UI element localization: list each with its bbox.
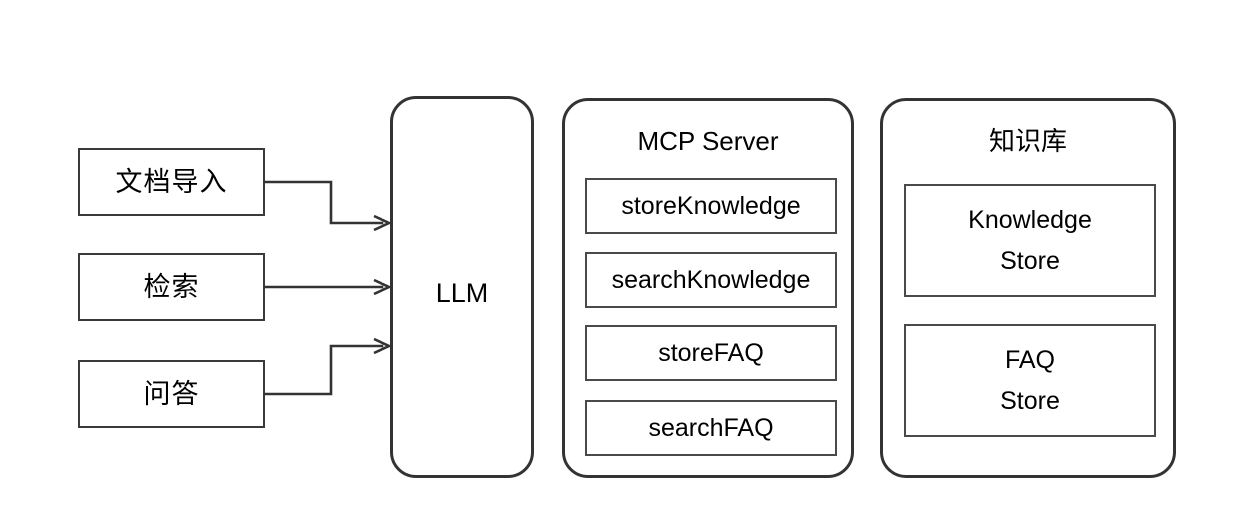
mcp-tool-store-knowledge[interactable]: storeKnowledge [585, 178, 837, 234]
mcp-tool-label: storeKnowledge [621, 191, 801, 220]
source-box-label: 问答 [143, 378, 200, 409]
mcp-tool-store-faq[interactable]: storeFAQ [585, 325, 837, 381]
faq-store-box[interactable]: FAQ Store [904, 324, 1156, 437]
source-box-label: 检索 [143, 271, 200, 302]
llm-label: LLM [435, 278, 489, 308]
mcp-tool-label: storeFAQ [658, 338, 764, 367]
connector-qa-to-llm [263, 337, 393, 396]
panel-knowledge-base[interactable]: 知识库 Knowledge Store FAQ Store [880, 98, 1176, 478]
faq-store-label-line1: FAQ [1004, 346, 1055, 374]
panel-mcp-server-title: MCP Server [637, 126, 779, 156]
faq-store-label-line2: Store [1000, 386, 1060, 415]
knowledge-store-box[interactable]: Knowledge Store [904, 184, 1156, 297]
source-box-qa[interactable]: 问答 [78, 360, 265, 428]
knowledge-store-label-line1: Knowledge [968, 206, 1092, 234]
source-box-document-import[interactable]: 文档导入 [78, 148, 265, 216]
panel-mcp-server[interactable]: MCP Server storeKnowledge searchKnowledg… [562, 98, 854, 478]
mcp-tool-search-faq[interactable]: searchFAQ [585, 400, 837, 456]
mcp-tool-label: searchKnowledge [611, 265, 811, 294]
source-box-label: 文档导入 [115, 166, 228, 197]
panel-llm[interactable]: LLM [390, 96, 534, 478]
connector-document-import-to-llm [263, 180, 393, 232]
mcp-tool-search-knowledge[interactable]: searchKnowledge [585, 252, 837, 308]
panel-knowledge-base-title: 知识库 [988, 126, 1067, 156]
mcp-tool-label: searchFAQ [648, 413, 774, 442]
knowledge-store-label-line2: Store [1000, 246, 1060, 275]
connector-retrieval-to-llm [263, 278, 393, 296]
source-box-retrieval[interactable]: 检索 [78, 253, 265, 321]
